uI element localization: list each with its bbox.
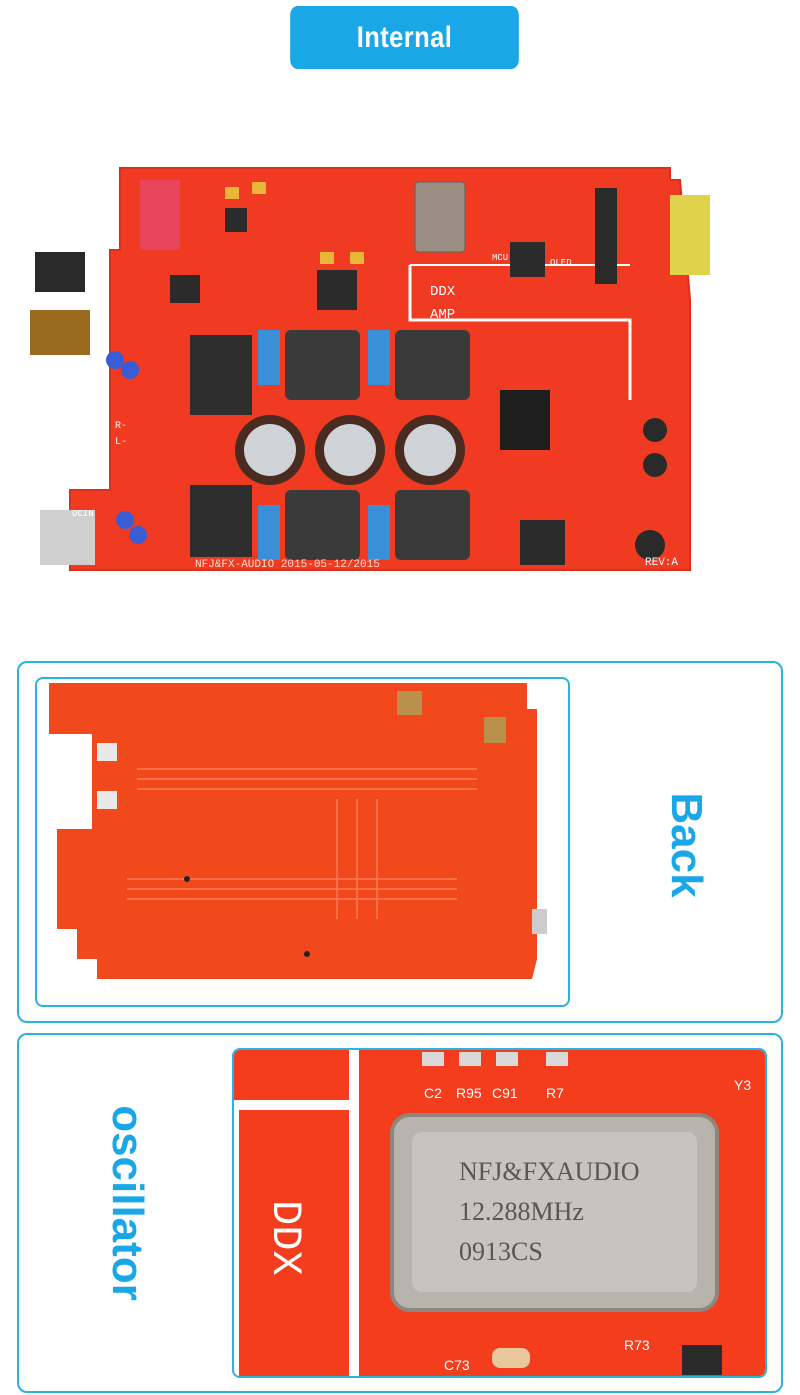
silk-rev: REV:A [645,557,678,569]
oscillator-panel: oscillator NFJ&FXAUDIO 12.288MHz 0913CS … [17,1033,783,1393]
silk-r95: R95 [456,1085,482,1101]
crystal-code: 0913CS [459,1237,543,1266]
silk-brand: NFJ&FX-AUDIO 2015-05-12/2015 [195,559,380,571]
oscillator-label: oscillator [103,1105,152,1301]
silk-c2: C2 [424,1085,442,1101]
crystal-brand: NFJ&FXAUDIO [459,1157,640,1186]
silk-oled: OLED [550,258,572,268]
board-back-image [49,683,547,979]
silk-c73: C73 [444,1357,470,1373]
section-title-internal: Internal [290,6,519,69]
silk-dcin: DCIN [72,509,94,519]
oscillator-photo-frame: NFJ&FXAUDIO 12.288MHz 0913CS C2 R95 C91 … [232,1048,767,1378]
crystal-frequency: 12.288MHz [459,1197,584,1226]
silk-r: R- [115,421,127,432]
silk-ddx: DDX [430,284,456,300]
silk-c91: C91 [492,1085,518,1101]
back-panel: Back [17,661,783,1023]
silk-l: L- [115,437,127,448]
silk-r73: R73 [624,1337,650,1353]
silk-amp: AMP [430,307,455,323]
silk-mcu: MCU [492,253,508,263]
oscillator-closeup-image: NFJ&FXAUDIO 12.288MHz 0913CS C2 R95 C91 … [234,1050,765,1376]
silk-ddx-large: DDX [261,1200,309,1276]
silk-y3: Y3 [734,1077,751,1093]
silk-r7: R7 [546,1085,564,1101]
internal-board-image: DDX AMP MCU OLED DCIN R- L- REV:A NFJ&FX… [30,167,710,571]
back-photo-frame [35,677,570,1007]
back-label: Back [662,792,711,898]
